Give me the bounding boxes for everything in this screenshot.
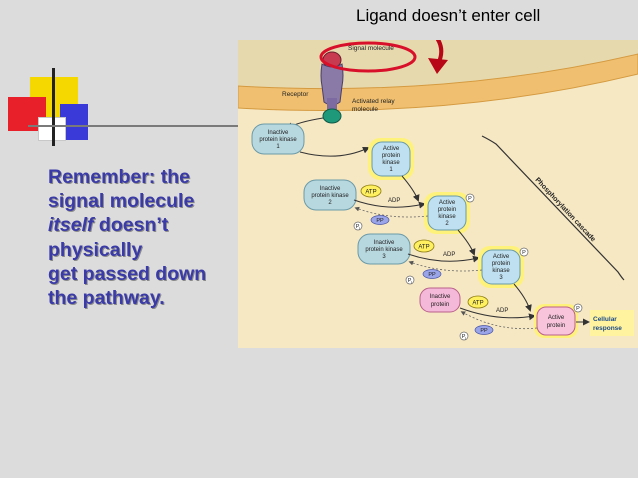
active-kinase-1 (371, 141, 411, 177)
pi-3-label: Pi (462, 334, 467, 341)
atp-3 (467, 295, 489, 309)
phosphate-on-apk3 (519, 247, 529, 257)
pp-3-label: PP (480, 328, 488, 334)
atp-2-label: ATP (418, 245, 429, 251)
body-line-3: itself doesn’t (48, 213, 248, 237)
body-line-2: signal molecule (48, 190, 195, 213)
body-line-3-rest: doesn’t (93, 214, 169, 237)
apk2-line-2: protein (438, 207, 456, 213)
pi-3-sub: i (465, 336, 466, 341)
deco-vertical-line (52, 68, 55, 146)
ipk3-line-3: 3 (382, 254, 386, 260)
pi-2-letter: P (408, 278, 412, 284)
phosphate-on-active-protein-label: P (576, 306, 580, 312)
relay-molecule-shape (322, 108, 342, 124)
phosphate-on-apk3-label: P (522, 250, 526, 256)
pp-1 (370, 215, 390, 225)
apk3-line-2: protein (492, 261, 510, 267)
apk1-line-1: Active (383, 146, 400, 152)
signal-molecule-label: Signal molecule (348, 45, 394, 52)
apk1-line-4: 1 (389, 167, 393, 173)
phosphorylation-cascade-diagram: Signal molecule Receptor Activated relay… (238, 40, 638, 348)
inactive-protein-line-2: protein (431, 302, 449, 308)
body-line-6: the pathway. (48, 287, 165, 310)
pk3-activation-arrow (407, 253, 480, 263)
pi-1-sub: i (359, 226, 360, 231)
cellular-response-line-1: Cellular (593, 316, 617, 323)
pi-3-letter: P (462, 334, 466, 340)
apk1-line-3: kinase (382, 160, 400, 166)
body-line-4: physically (48, 238, 143, 261)
apk3-line-4: 3 (499, 275, 503, 281)
atp-2 (413, 239, 435, 253)
signal-molecule-callout-ring (319, 41, 417, 73)
apk2-line-3: kinase (438, 214, 456, 220)
ipk1-line-2: protein kinase (259, 137, 297, 143)
body-line-3-italic: itself (48, 214, 94, 237)
inactive-protein-line-1: Inactive (430, 294, 451, 300)
pk2-activation-arrow (353, 199, 426, 209)
phosphate-on-apk2-label: P (468, 196, 472, 202)
atp-1 (360, 184, 382, 198)
pi-2-label: Pi (408, 278, 413, 285)
ipk3-line-2: protein kinase (365, 247, 403, 253)
phosphate-on-active-protein (573, 303, 583, 313)
deco-horizontal-line (28, 125, 238, 127)
inactive-kinase-3 (357, 233, 411, 265)
pi-2 (405, 275, 415, 285)
receptor-stalk (327, 98, 337, 112)
inactive-protein (419, 287, 461, 313)
pi-1-label: Pi (356, 224, 361, 231)
dephosphorylation-2-arrow (408, 260, 483, 272)
pi-1-letter: P (356, 224, 360, 230)
pp-2 (422, 269, 442, 279)
ipk2-line-1: Inactive (320, 186, 341, 192)
adp-3-label: ADP (496, 308, 508, 314)
slide-body-text: Remember: the signal molecule itself doe… (48, 165, 248, 310)
body-line-1: Remember: the (48, 166, 190, 188)
relay-label-line-2: molecule (352, 106, 378, 113)
pk1-catalysis-arrow (401, 175, 420, 202)
apk2-line-4: 2 (445, 221, 449, 227)
callout-arrow-head (428, 58, 448, 74)
pk1-activation-arrow (299, 146, 370, 157)
phosphate-on-apk2 (465, 193, 475, 203)
active-kinase-2 (427, 195, 467, 231)
apk3-line-3: kinase (492, 268, 510, 274)
ipk3-line-1: Inactive (374, 240, 395, 246)
atp-3-label: ATP (472, 301, 483, 307)
cascade-bracket (481, 135, 625, 281)
inactive-kinase-1 (251, 123, 305, 155)
cellular-response-box (590, 310, 634, 336)
adp-2-label: ADP (443, 252, 455, 258)
pk2-catalysis-arrow (457, 229, 476, 256)
inactive-kinase-2 (303, 179, 357, 211)
active-protein-line-1: Active (548, 315, 565, 321)
pk3-catalysis-arrow (513, 283, 532, 312)
active-kinase-3 (481, 249, 521, 285)
pp-1-label: PP (376, 218, 384, 224)
pi-1 (353, 221, 363, 231)
ipk2-line-3: 2 (328, 200, 332, 206)
body-line-5: get passed down (48, 262, 207, 285)
apk1-line-2: protein (382, 153, 400, 159)
apk3-line-1: Active (493, 254, 510, 260)
cellular-response-line-2: response (593, 325, 622, 332)
pp-3 (474, 325, 494, 335)
receptor-label: Receptor (282, 91, 309, 98)
active-protein-line-2: protein (547, 323, 565, 329)
ipk1-line-1: Inactive (268, 130, 289, 136)
ligand-callout-text: Ligand doesn’t enter cell (356, 6, 541, 25)
pi-3 (459, 331, 469, 341)
apk2-line-1: Active (439, 200, 456, 206)
ipk1-line-3: 1 (276, 144, 280, 150)
active-protein (536, 306, 576, 336)
ipk2-line-2: protein kinase (311, 193, 349, 199)
atp-1-label: ATP (365, 190, 376, 196)
adp-1-label: ADP (388, 198, 400, 204)
protein-activation-arrow (459, 307, 536, 321)
relay-label-line-1: Activated relay (352, 98, 395, 105)
pi-2-sub: i (411, 280, 412, 285)
pp-2-label: PP (428, 272, 436, 278)
